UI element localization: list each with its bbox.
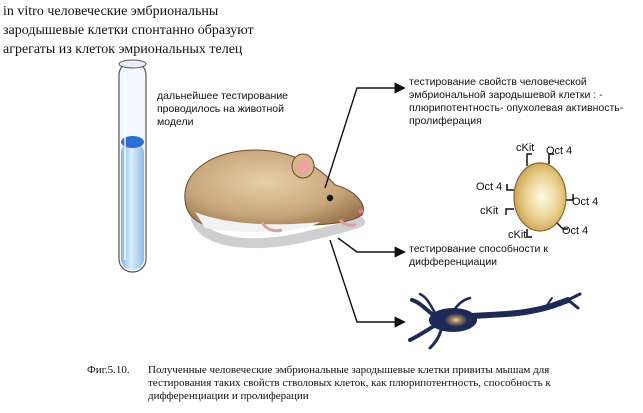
figure-label: Фиг.5.10. [87,364,130,376]
top-caption-line-2: зародышевые клетки спонтанно образуют [3,23,254,38]
test-tube [118,59,147,273]
top-caption: in vitro человеческие эмбриональны зарод… [3,2,343,59]
tube-cell-layer [121,136,144,148]
mouse-eye [326,194,334,202]
marker-ckit-top: cKit [516,142,534,154]
arrows [324,82,406,328]
cell-body [513,162,567,232]
arrow-to-properties [324,82,406,189]
marker-oct4-bottom: Oct 4 [562,225,588,237]
mouse-nose [358,208,364,214]
marker-oct4-left: Oct 4 [476,181,502,193]
top-caption-line-1: in vitro человеческие эмбриональны [3,4,219,19]
marker-oct4-top: Oct 4 [546,145,572,157]
note-animal-model: дальнейшее тестирование проводилось на ж… [157,90,289,128]
note-properties-testing: тестирование свойств человеческой эмбрио… [409,76,624,127]
marker-ckit-left: cKit [480,205,498,217]
neuron-nucleus [444,313,468,327]
mouse [184,149,365,249]
mouse-tail [190,210,365,249]
figure-caption: Полученные человеческие эмбриональные за… [148,364,551,402]
embryoid-cell: cKit Oct 4 Oct 4 Oct 4 cKit cKit Oct 4 [476,142,598,241]
top-caption-line-3: агрегаты из клеток эмриональных телец [3,42,243,57]
arrow-to-differentiation [337,237,406,258]
neuron [408,292,582,350]
note-differentiation-testing: тестирование способности к дифференциаци… [409,243,548,268]
arrow-to-neuron [329,239,406,328]
marker-oct4-right: Oct 4 [572,196,598,208]
marker-ckit-bottom: cKit [508,229,526,241]
